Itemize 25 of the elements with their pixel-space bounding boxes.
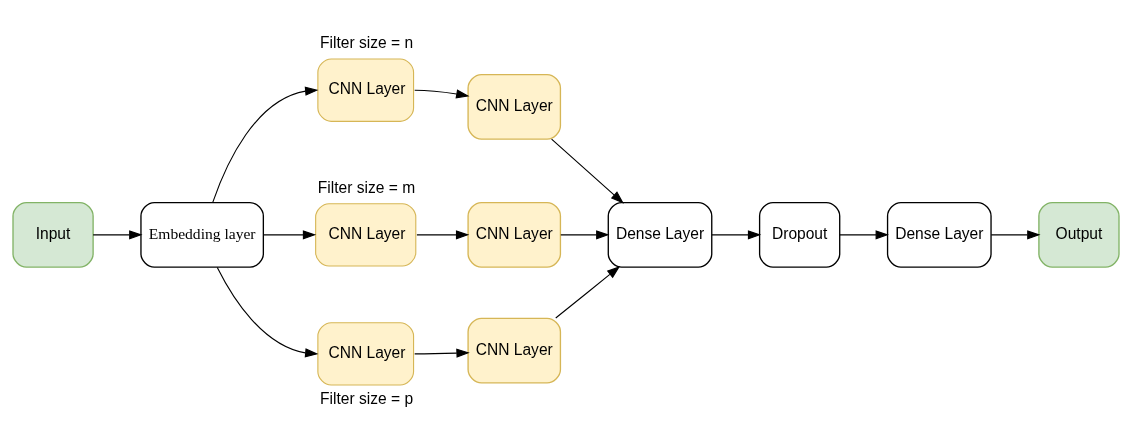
- arrow: [216, 266, 319, 358]
- node-box: Dense Layer: [886, 201, 992, 268]
- node-box: Dropout: [758, 201, 841, 268]
- node-box: CNN Layer: [467, 201, 562, 268]
- arrow: [711, 230, 762, 240]
- node-box: Output: [1038, 201, 1120, 268]
- arrow: [839, 230, 889, 240]
- arrow: [212, 86, 319, 203]
- arrow: [414, 89, 470, 99]
- arrow: [92, 230, 143, 240]
- arrow: [990, 230, 1041, 240]
- node-box: CNN Layer: [467, 73, 562, 140]
- node-label: Filter size = n: [320, 34, 414, 52]
- arrow: [560, 230, 610, 240]
- arrow: [555, 266, 621, 319]
- arrow: [414, 348, 470, 358]
- arrow: [551, 138, 624, 204]
- node-label: Filter size = m: [317, 178, 416, 196]
- arrow: [416, 230, 470, 240]
- node-label: Filter size = p: [320, 390, 414, 408]
- arrow: [263, 230, 317, 240]
- node-box: Embedding layer: [140, 201, 265, 268]
- node-box: CNN Layer: [467, 317, 562, 384]
- node-box: Input: [12, 201, 94, 268]
- node-box: Dense Layer: [607, 201, 713, 268]
